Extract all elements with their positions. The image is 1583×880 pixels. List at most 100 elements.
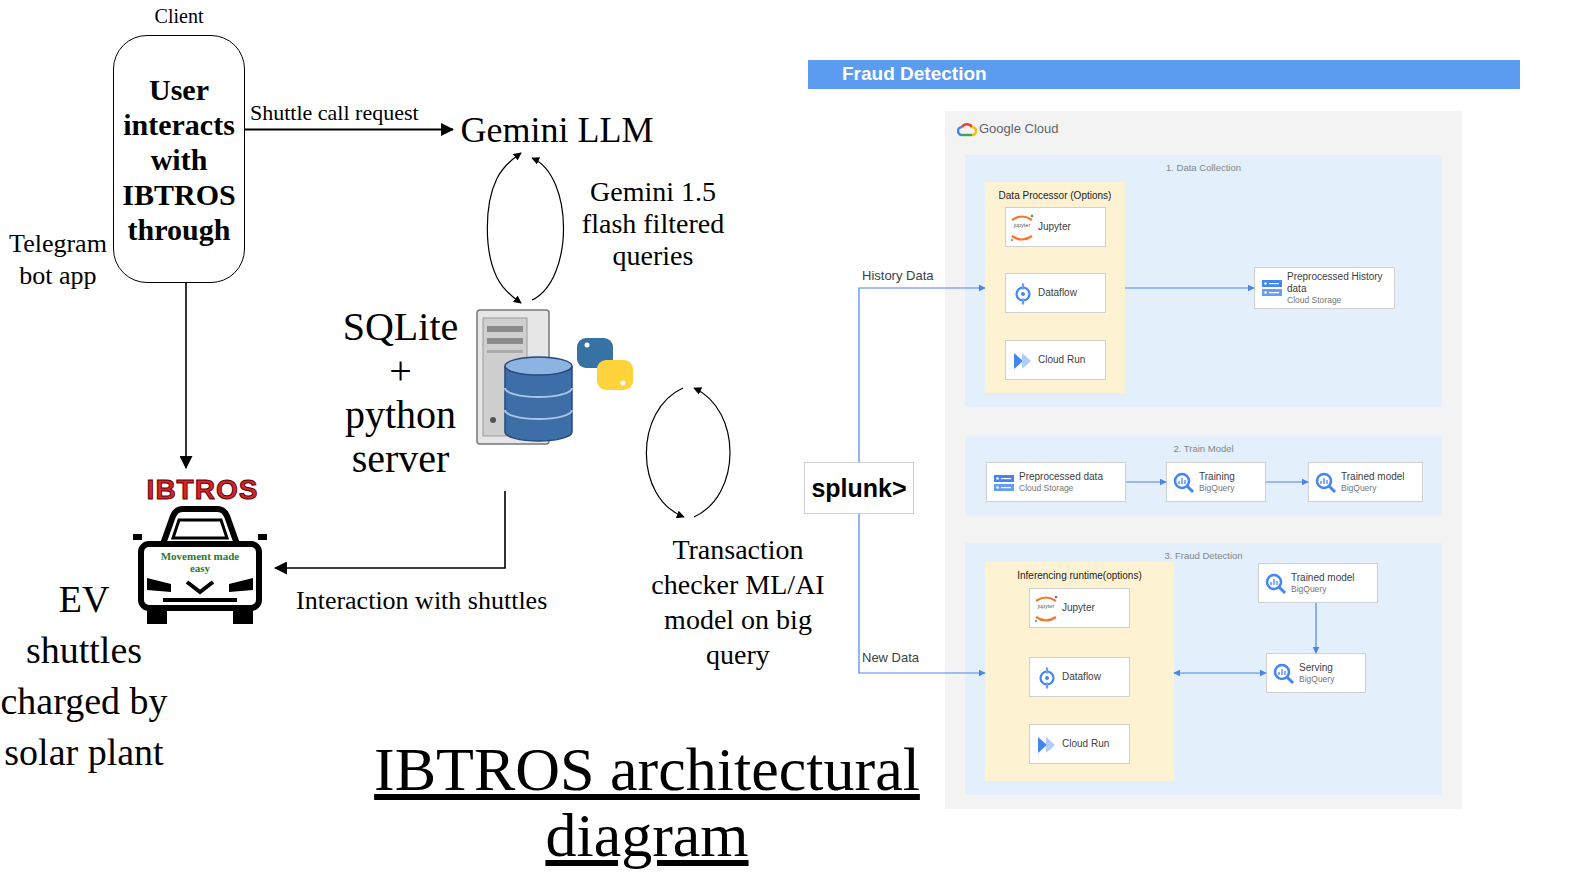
node-icon [1011, 349, 1035, 373]
graphic-part [163, 509, 237, 544]
graphic-part [147, 578, 171, 592]
stage-section: 1. Data CollectionData Processor (Option… [965, 155, 1442, 407]
service-box: Dataflow [1005, 273, 1106, 313]
graphic-part [133, 534, 142, 540]
header-band: Fraud Detection [808, 60, 1520, 89]
graphic-part [994, 484, 1014, 491]
note-label: Transaction checker ML/AI model on big q… [638, 532, 838, 672]
graphic-part [1045, 676, 1049, 680]
text-slot: 2. Train Model [965, 436, 1442, 454]
connector [859, 288, 985, 462]
text-slot: jupyter [1009, 222, 1035, 229]
node-icon [957, 122, 977, 137]
node-icon [1272, 662, 1296, 686]
text-slot: Fraud Detection [842, 63, 987, 85]
node-text: SQLite + python server [333, 305, 468, 481]
cycle-arc [694, 388, 730, 517]
graphic-part [505, 388, 572, 419]
node-icon [1264, 572, 1288, 596]
graphic-part [1046, 737, 1055, 753]
graphic-part [1321, 478, 1327, 484]
text-slot: Preprocessed History data [1287, 271, 1390, 295]
edge-label-wrap: Interaction with shuttles [296, 586, 586, 616]
service-box: TrainingBigQuery [1166, 462, 1266, 502]
text-slot: BigQuery [1341, 483, 1418, 493]
node-subtext: BigQuery [1341, 483, 1418, 493]
note-label: Telegram bot app [2, 228, 114, 292]
edge-label: Gemini 1.5 flash filtered queries [573, 176, 733, 272]
graphic-part [958, 127, 962, 135]
node-subtext: BigQuery [1291, 584, 1373, 594]
node-icon [1011, 282, 1035, 306]
graphic-part [1001, 487, 1011, 488]
node-text: Serving [1299, 662, 1361, 674]
graphic-part [487, 350, 523, 353]
node-icon [1172, 471, 1196, 495]
graphic-part [1035, 620, 1038, 623]
cloud-panel: Google Cloud 1. Data CollectionData Proce… [945, 111, 1462, 809]
graphic-part [1012, 217, 1032, 221]
graphic-part [1187, 486, 1193, 492]
service-box: Cloud Run [1029, 724, 1130, 764]
text-slot: User interacts with IBTROS through [118, 72, 240, 247]
graphic-part [1269, 283, 1279, 284]
text-slot: BigQuery [1299, 674, 1361, 684]
node-text: Dataflow [1062, 671, 1125, 683]
graphic-part [1264, 282, 1267, 285]
text-slot: 3. Fraud Detection [965, 543, 1442, 561]
graphic-part [141, 544, 259, 608]
text-slot: splunk> [811, 473, 906, 503]
edge-label: History Data [862, 268, 952, 283]
node-text: Dataflow [1038, 287, 1101, 299]
node-subtext: Movement made easy [158, 550, 242, 574]
edge-label-wrap: History Data [862, 268, 952, 283]
connector [1125, 287, 1254, 288]
edge-label-wrap: Shuttle call request [250, 100, 440, 126]
note-wrap: Transaction checker ML/AI model on big q… [638, 532, 838, 672]
text-slot: Preprocessed data [1019, 471, 1121, 483]
graphic-part [1279, 669, 1285, 675]
node-text: Trained model [1341, 471, 1418, 483]
text-slot: Inferencing runtime(options) [985, 562, 1174, 582]
node-text: Client [94, 5, 264, 28]
node-text: jupyter [1009, 222, 1035, 229]
connector [185, 283, 187, 468]
text-slot: Dataflow [1062, 671, 1125, 683]
service-box: Dataflow [1029, 657, 1130, 697]
service-box: jupyterJupyter [1005, 207, 1106, 247]
graphic-part [229, 578, 253, 592]
node-icon [473, 308, 643, 448]
connector [487, 153, 521, 303]
node-text: Google Cloud [979, 121, 1059, 137]
llm-node: Gemini LLM [453, 106, 661, 153]
runtime-group: Inferencing runtime(options) jupyterJupyt… [985, 562, 1174, 781]
graphic-part [1269, 292, 1279, 293]
graphic-part [1014, 353, 1023, 369]
node-text: Fraud Detection [842, 63, 987, 85]
graphic-part [258, 534, 267, 540]
graphic-part [1031, 215, 1034, 218]
text-slot: Cloud Run [1038, 354, 1101, 366]
graphic-part [597, 360, 633, 390]
graphic-part [147, 608, 167, 624]
node-icon [1314, 471, 1338, 495]
title-wrap: IBTROS architectural diagram [352, 736, 942, 868]
connector [1315, 603, 1316, 653]
graphic-part [1012, 236, 1032, 240]
node-text: Cloud Run [1038, 354, 1101, 366]
service-box: Preprocessed History dataCloud Storage [1254, 267, 1395, 309]
graphic-part [996, 477, 999, 480]
connector [1266, 481, 1308, 482]
edge-label: Interaction with shuttles [296, 586, 586, 616]
graphic-part [1022, 284, 1024, 305]
text-slot: Cloud Storage [1287, 295, 1390, 305]
text-slot: Trained model [1291, 572, 1373, 584]
text-slot: Dataflow [1038, 287, 1101, 299]
text-slot: Trained model [1341, 471, 1418, 483]
graphic-part [487, 338, 523, 344]
node-text: Cloud Run [1062, 738, 1125, 750]
edge-label: New Data [862, 650, 952, 665]
graphic-part [1175, 474, 1189, 488]
service-box: jupyterJupyter [1029, 588, 1130, 628]
